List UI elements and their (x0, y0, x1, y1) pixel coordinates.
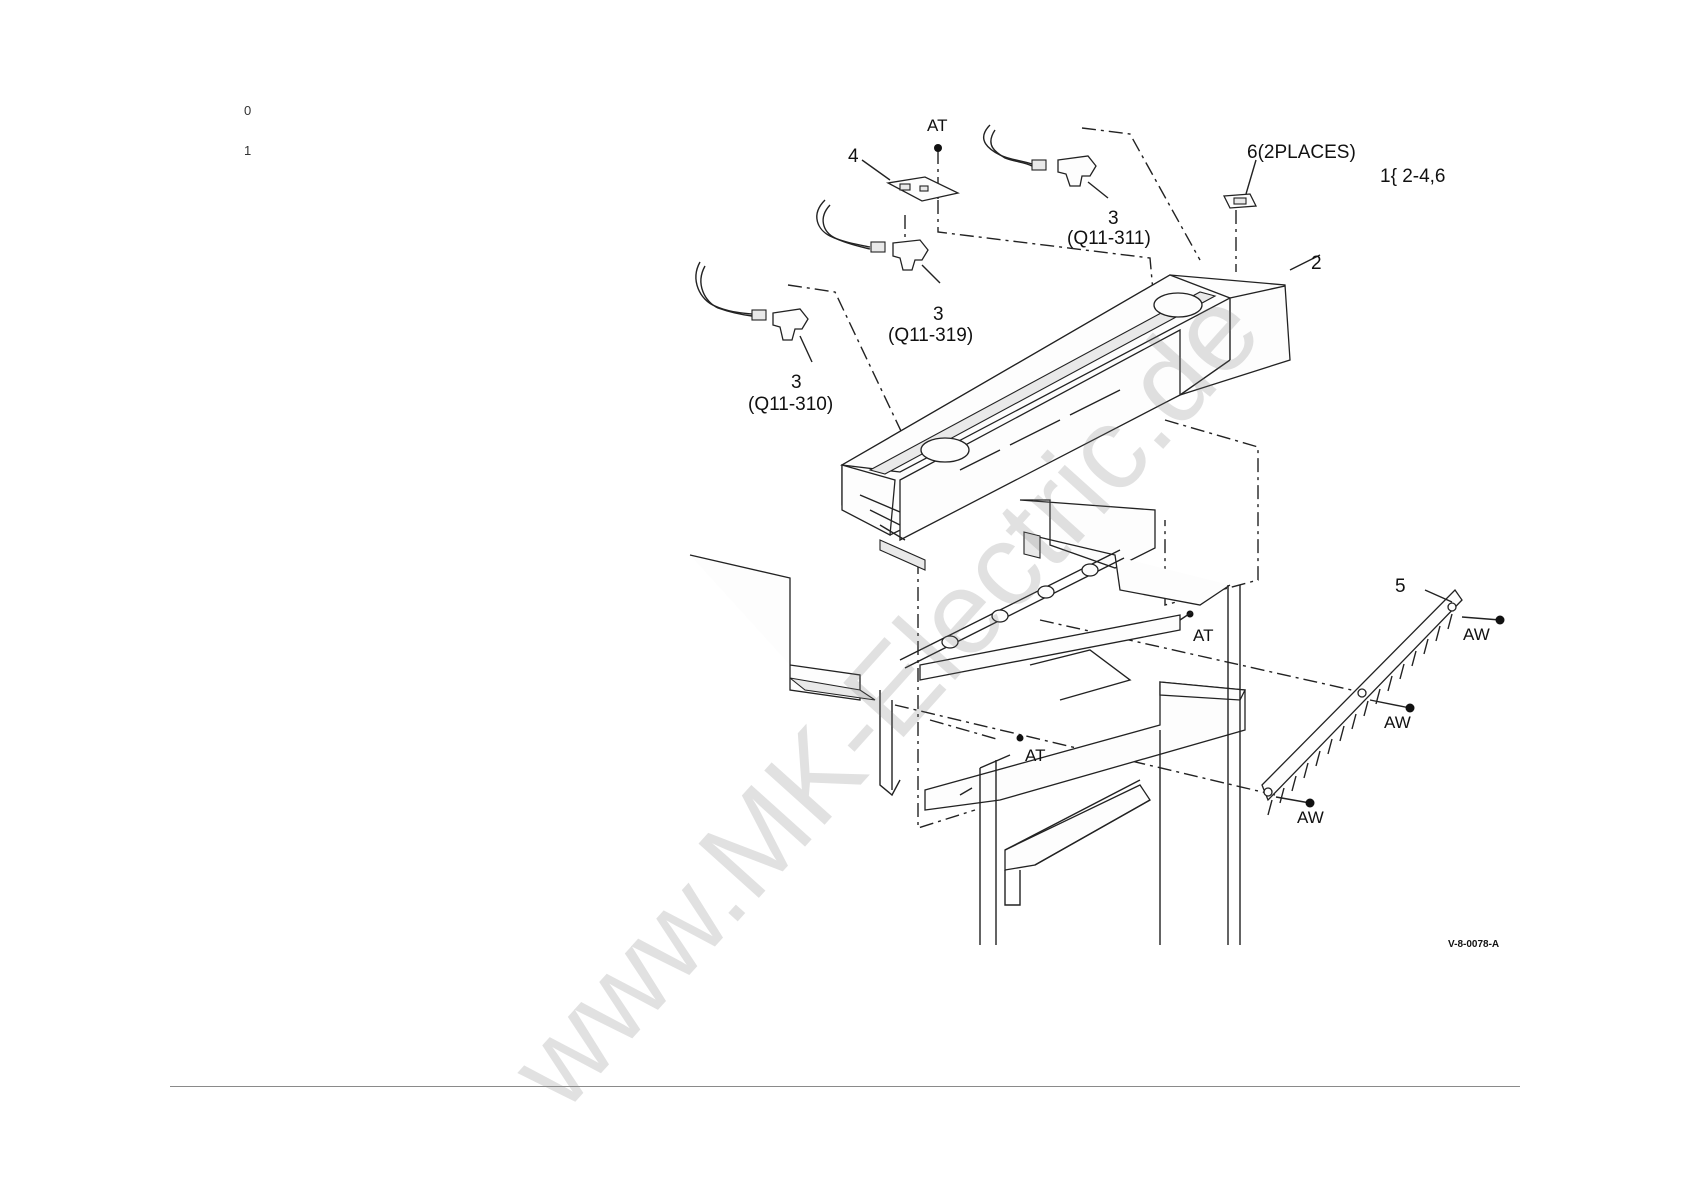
brush-bar-item-5 (1262, 590, 1505, 815)
callout-sensor-319-number: 3 (933, 304, 944, 326)
callout-at-top: AT (927, 116, 947, 136)
callout-sensor-311-number: 3 (1108, 208, 1119, 230)
callout-item-4: 4 (848, 146, 859, 168)
callout-at-lower: AT (1025, 746, 1045, 766)
callout-at-right: AT (1193, 626, 1213, 646)
part-item-6 (1224, 160, 1256, 208)
callout-sensor-310-code: (Q11-310) (748, 394, 833, 416)
sensor-q11-310 (696, 262, 812, 362)
sensor-q11-319 (817, 200, 940, 283)
plate-item-4 (862, 144, 958, 201)
callout-item-5: 5 (1395, 576, 1406, 598)
callout-item-2: 2 (1311, 253, 1322, 275)
sensor-q11-311 (984, 125, 1108, 198)
callout-sensor-319-code: (Q11-319) (888, 325, 973, 347)
figure-reference-code: V-8-0078-A (1448, 939, 1499, 950)
callout-aw-1: AW (1463, 625, 1490, 645)
callout-aw-3: AW (1297, 808, 1324, 828)
callout-item-6: 6(2PLACES) (1247, 142, 1356, 164)
callout-aw-2: AW (1384, 713, 1411, 733)
callout-sensor-310-number: 3 (791, 372, 802, 394)
callout-sensor-311-code: (Q11-311) (1067, 228, 1151, 250)
kit-note: 1{ 2-4,6 (1380, 166, 1446, 188)
footer-divider (170, 1086, 1520, 1087)
